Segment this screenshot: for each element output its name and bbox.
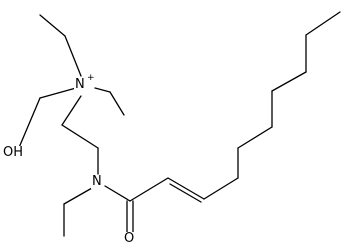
bond — [61, 124, 99, 149]
bond — [39, 87, 77, 99]
bond — [64, 35, 82, 77]
atom-n-amide: N — [91, 174, 103, 189]
bond — [305, 11, 341, 36]
atom-n-quaternary: N — [74, 77, 86, 92]
bond — [169, 183, 202, 203]
bond — [203, 177, 239, 200]
atom-o-carbonyl: O — [123, 231, 136, 246]
bond — [271, 71, 307, 92]
bond — [39, 14, 66, 37]
bond — [94, 87, 111, 93]
bond — [63, 187, 93, 205]
bond — [104, 185, 131, 202]
atom-oh: OH — [2, 145, 25, 160]
atom-n-charge: + — [87, 73, 95, 83]
bond — [109, 91, 125, 116]
bond — [129, 177, 169, 202]
bond — [61, 95, 82, 126]
bond — [167, 177, 205, 200]
bond — [237, 126, 273, 149]
bond — [17, 97, 41, 151]
